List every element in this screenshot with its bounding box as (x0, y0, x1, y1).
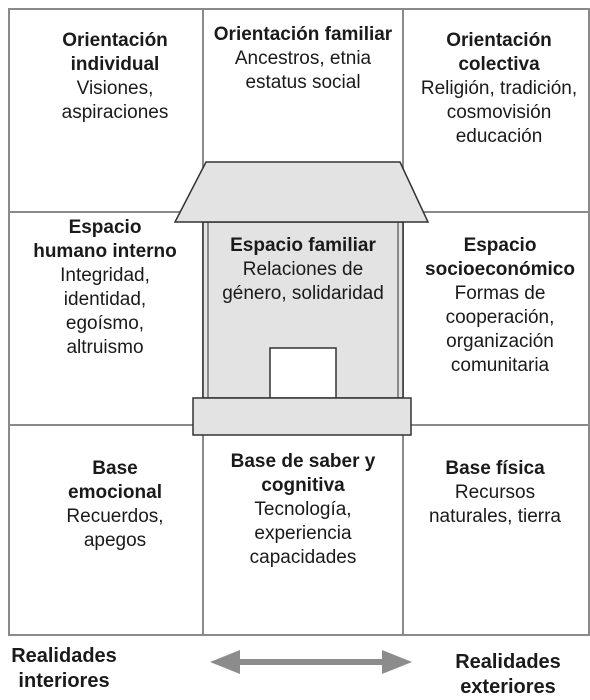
cell-espacio-familiar: Espacio familiar Relaciones de género, s… (212, 234, 394, 306)
cell-title: Espacio humano interno (33, 217, 177, 262)
cell-text: Recursos naturales, tierra (428, 482, 561, 527)
cell-text: Relaciones de género, solidaridad (222, 259, 384, 304)
cell-text: Visiones, aspiraciones (61, 78, 169, 123)
cell-title: Orientación familiar (213, 24, 393, 45)
cell-text: Ancestros, etnia estatus social (234, 48, 372, 93)
label-realidades-interiores: Realidades interiores (11, 645, 117, 692)
cell-text: Tecnología, experiencia capacidades (249, 499, 357, 568)
cell-orientacion-individual: Orientación individual Visiones, aspirac… (40, 29, 190, 125)
arrow-head-right (382, 650, 412, 674)
grid-frame (8, 8, 590, 636)
cell-title: Orientación individual (62, 30, 168, 75)
cell-text: Religión, tradición, cosmovisión educaci… (420, 78, 578, 147)
cell-base-saber: Base de saber y cognitiva Tecnología, ex… (216, 450, 390, 570)
cell-title: Base emocional (68, 458, 162, 503)
cell-title: Base de saber y cognitiva (230, 451, 376, 496)
arrow-head-left (210, 650, 240, 674)
cell-orientacion-colectiva: Orientación colectiva Religión, tradició… (418, 29, 580, 149)
house-base (192, 397, 412, 436)
cell-base-emocional: Base emocional Recuerdos, apegos (45, 457, 185, 553)
label-realidades-exteriores: Realidades exteriores (455, 651, 561, 698)
house-door (269, 347, 337, 399)
cell-text: Integridad, identidad, egoísmo, altruism… (60, 265, 150, 358)
cell-title: Base física (445, 458, 545, 479)
cell-title: Espacio socioeconómico (425, 235, 575, 280)
cell-orientacion-familiar: Orientación familiar Ancestros, etnia es… (210, 23, 396, 95)
cell-text: Formas de cooperación, organización comu… (445, 283, 555, 376)
cell-espacio-socioeconomico: Espacio socioeconómico Formas de coopera… (415, 234, 585, 378)
cell-title: Espacio familiar (230, 235, 376, 256)
cell-base-fisica: Base física Recursos naturales, tierra (420, 457, 570, 529)
cell-espacio-humano: Espacio humano interno Integridad, ident… (30, 216, 180, 360)
cell-text: Recuerdos, apegos (66, 506, 164, 551)
cell-title: Orientación colectiva (446, 30, 552, 75)
house-roof (173, 161, 430, 223)
